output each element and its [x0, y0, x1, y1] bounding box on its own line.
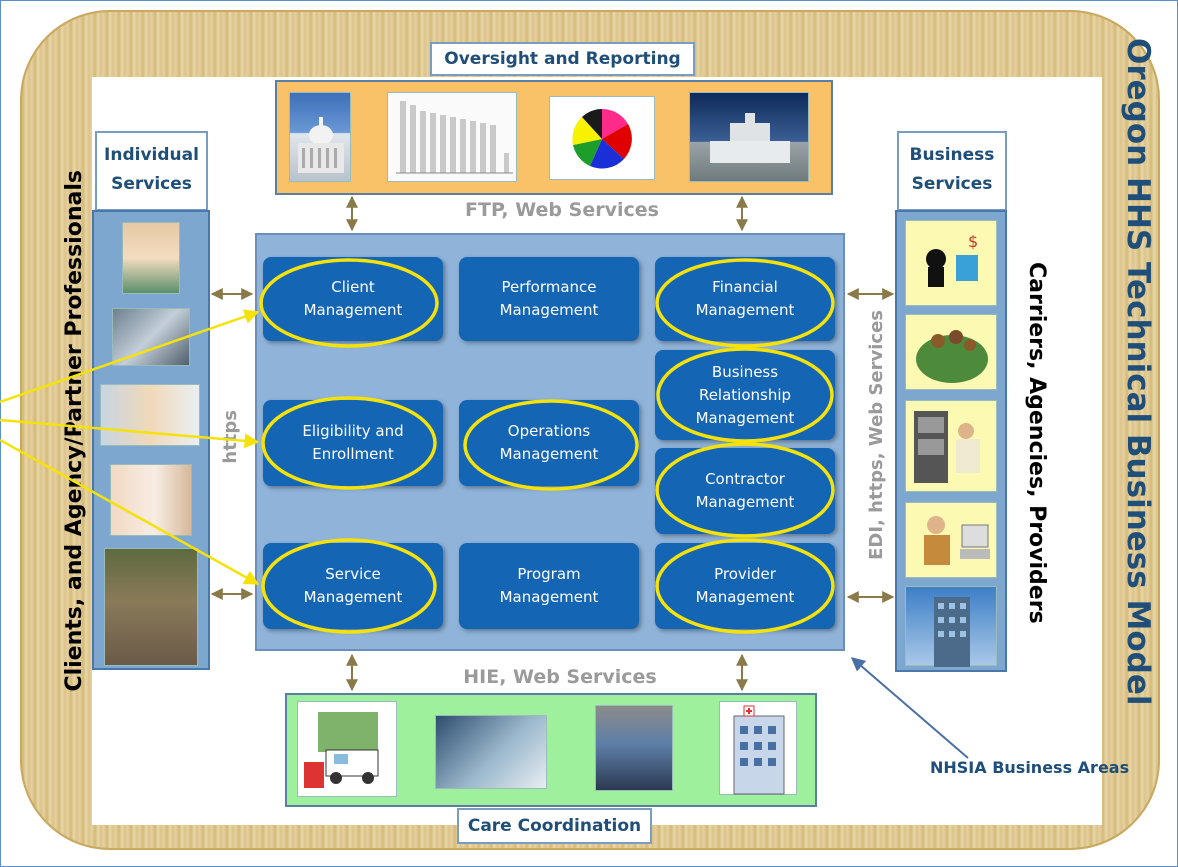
financial-management-line1: Financial — [712, 278, 778, 296]
medical-imaging-image — [435, 715, 547, 789]
right-side-label: Carriers, Agencies, Providers — [1024, 262, 1049, 624]
family-clipart-image — [905, 314, 997, 390]
nhsia-callout-label: NHSIA Business Areas — [930, 758, 1130, 777]
business-services-tab: Business Services — [897, 131, 1007, 211]
bar-chart-thumbnail — [387, 92, 517, 182]
oversight-reporting-tab: Oversight and Reporting — [430, 42, 695, 76]
eligibility-line1: Eligibility and — [302, 422, 404, 440]
mother-and-baby-image — [110, 464, 192, 536]
business-services-panel: $ — [895, 210, 1007, 672]
performance-management-line1: Performance — [501, 278, 597, 296]
care-coordination-panel — [285, 693, 817, 807]
hospital-building-clipart-image — [719, 701, 797, 795]
medical-staff-image — [595, 705, 673, 791]
woman-with-laptop-image — [100, 384, 200, 446]
capitol-building-image — [289, 92, 351, 182]
business-services-line2: Services — [911, 174, 993, 194]
client-management-line2: Management — [303, 301, 403, 319]
performance-management-line2: Management — [499, 301, 599, 319]
program-management-line1: Program — [517, 565, 581, 583]
oversight-reporting-panel — [275, 80, 833, 195]
family-photo-image — [104, 548, 198, 666]
pie-chart-thumbnail — [549, 96, 655, 180]
file-cabinet-clipart-image — [905, 400, 997, 492]
left-side-label: Clients, and Agency/Partner Professional… — [62, 170, 87, 692]
state-capitol-image — [689, 92, 809, 182]
right-connector-label: EDI, https, Web Services — [866, 310, 887, 560]
business-relationship-line1: Business — [711, 362, 779, 381]
contractor-management-line1: Contractor — [705, 470, 785, 488]
service-management-line2: Management — [303, 588, 403, 606]
provider-management-line1: Provider — [714, 565, 776, 583]
individual-services-line1: Individual — [104, 145, 199, 165]
operations-management-line2: Management — [499, 445, 599, 463]
woman-with-clipboard-image — [122, 222, 180, 294]
service-management-line1: Service — [325, 565, 381, 583]
operations-management-line1: Operations — [507, 422, 591, 440]
individual-services-panel — [92, 210, 210, 670]
contractor-management-line2: Management — [695, 493, 795, 511]
individual-services-tab: Individual Services — [95, 131, 208, 211]
business-services-line1: Business — [909, 145, 995, 165]
business-relationship-line2: Relationship — [698, 385, 792, 404]
individual-services-line2: Services — [111, 174, 192, 194]
program-management-line2: Management — [499, 588, 599, 606]
money-clipart-image: $ — [905, 220, 997, 306]
top-connector-label: FTP, Web Services — [465, 199, 659, 221]
financial-management-line2: Management — [695, 301, 795, 319]
client-management-line1: Client — [331, 278, 375, 296]
businessman-computer-clipart-image — [905, 502, 997, 578]
provider-management-line2: Management — [695, 588, 795, 606]
page-title: Oregon HHS Technical Business Model — [1120, 38, 1156, 706]
professional-workspace-image — [112, 308, 190, 366]
business-relationship-line3: Management — [695, 408, 795, 427]
svg-text:$: $ — [968, 232, 978, 251]
bottom-connector-label: HIE, Web Services — [463, 666, 657, 688]
hospital-ambulance-clipart-image — [297, 701, 397, 797]
eligibility-line2: Enrollment — [312, 445, 394, 463]
office-tower-image — [905, 586, 997, 667]
left-connector-label: https — [220, 410, 241, 464]
care-coordination-tab: Care Coordination — [457, 808, 652, 844]
